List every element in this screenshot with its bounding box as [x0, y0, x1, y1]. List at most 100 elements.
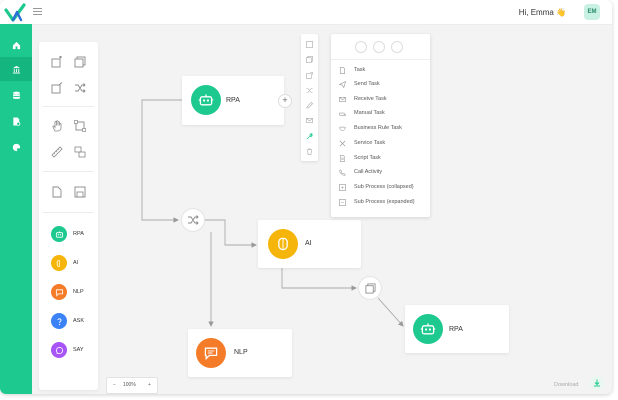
menu-item-label: Script Task [354, 155, 381, 161]
connect-tool-icon[interactable] [74, 146, 86, 158]
context-toolbar [301, 34, 318, 161]
add-element-button[interactable]: + [278, 94, 292, 108]
wrench-icon[interactable] [306, 133, 313, 140]
trash-icon[interactable] [306, 148, 313, 155]
menu-item-manual-task[interactable]: Manual Task [339, 108, 427, 120]
menu-item-receive-task[interactable]: Receive Task [339, 94, 427, 106]
node-label: RPA [449, 326, 463, 333]
copy-icon[interactable] [306, 56, 313, 63]
connector-ai-to-gateway [281, 268, 357, 291]
palette-item-say[interactable]: SAY [51, 342, 96, 360]
brain-icon [51, 255, 67, 271]
bank-icon [12, 65, 20, 74]
flow-node-nlp[interactable]: NLP [188, 329, 292, 377]
home-icon [12, 41, 20, 49]
palette-item-nlp[interactable]: NLP [51, 284, 96, 302]
nav-item-documents[interactable] [0, 109, 32, 133]
handshake-icon [339, 126, 346, 131]
menu-option-button[interactable] [373, 41, 385, 53]
crop-tool-icon[interactable] [74, 120, 86, 132]
subprocess-expanded-icon [339, 199, 346, 206]
palette-divider [43, 171, 94, 172]
node-label: AI [305, 240, 312, 247]
message-icon[interactable] [306, 117, 313, 124]
menu-item-label: Service Task [354, 140, 386, 146]
phone-icon [339, 169, 346, 176]
zoom-control: − 100% + [106, 377, 158, 394]
nav-item-database[interactable] [0, 83, 32, 107]
node-label: NLP [234, 349, 248, 356]
menu-item-label: Business Rule Task [354, 125, 402, 131]
copy-icon[interactable] [74, 56, 86, 68]
shuffle-icon[interactable] [306, 87, 313, 94]
left-nav [0, 24, 32, 394]
download-icon [594, 379, 600, 387]
palette-item-label: SAY [73, 347, 84, 353]
avatar[interactable]: EM [584, 4, 600, 20]
menu-toggle-icon[interactable] [33, 7, 42, 16]
gateway-parallel[interactable] [359, 277, 381, 299]
database-icon [12, 91, 20, 99]
menu-item-script-task[interactable]: Script Task [339, 153, 427, 165]
palette-divider [43, 106, 94, 107]
robot-icon [191, 85, 221, 115]
nav-item-home[interactable] [0, 33, 32, 57]
palette-icon [12, 143, 20, 151]
palette-item-ai[interactable]: AI [51, 255, 96, 273]
connector-gateway-to-ai [204, 219, 257, 248]
menu-item-label: Call Activity [354, 169, 383, 175]
ruler-tool-icon[interactable] [51, 146, 63, 158]
save-icon[interactable] [74, 186, 86, 198]
add-element-icon[interactable] [51, 82, 63, 94]
palette-item-label: AI [73, 260, 79, 266]
brain-icon [268, 229, 298, 259]
menu-item-label: Send Task [354, 81, 380, 87]
menu-item-task[interactable]: Task [339, 65, 427, 77]
question-icon [51, 313, 67, 329]
flow-node-rpa[interactable]: RPA [182, 76, 284, 125]
palette-item-label: ASK [73, 318, 85, 324]
new-file-icon[interactable] [51, 186, 63, 198]
tools-icon [339, 140, 346, 147]
menu-option-button[interactable] [355, 41, 367, 53]
script-icon [340, 155, 345, 162]
menu-item-sub-process-collapsed[interactable]: Sub Process (collapsed) [339, 182, 427, 194]
link-icon[interactable] [306, 72, 313, 79]
shuffle-icon[interactable] [74, 82, 86, 94]
new-shape-icon[interactable] [51, 56, 63, 68]
menu-item-service-task[interactable]: Service Task [339, 138, 427, 150]
send-icon [339, 81, 346, 88]
nav-item-theme[interactable] [0, 135, 32, 159]
envelope-icon [339, 97, 346, 102]
palette-divider [43, 212, 94, 213]
pencil-icon[interactable] [306, 102, 313, 109]
menu-item-label: Receive Task [354, 96, 387, 102]
palette-item-ask[interactable]: ASK [51, 313, 96, 331]
task-icon [340, 67, 345, 74]
menu-item-business-rule-task[interactable]: Business Rule Task [339, 123, 427, 135]
text-annotation-icon[interactable] [306, 41, 313, 48]
menu-item-sub-process-expanded[interactable]: Sub Process (expanded) [339, 197, 427, 209]
connector-gateway-to-rpa [377, 297, 404, 327]
download-button[interactable] [590, 376, 604, 390]
hand-tool-icon[interactable] [51, 120, 63, 132]
download-label[interactable]: Download [554, 382, 579, 388]
menu-item-send-task[interactable]: Send Task [339, 79, 427, 91]
flow-node-rpa-end[interactable]: RPA [405, 305, 509, 353]
zoom-in-button[interactable]: + [148, 382, 151, 388]
zoom-out-button[interactable]: − [113, 382, 116, 388]
menu-option-button[interactable] [391, 41, 403, 53]
palette-item-rpa[interactable]: RPA [51, 226, 96, 244]
menu-item-label: Sub Process (expanded) [354, 199, 415, 205]
hand-icon [339, 112, 346, 116]
gateway-shuffle[interactable] [182, 209, 204, 231]
robot-icon [413, 314, 443, 344]
speech-bubble-icon [51, 284, 67, 300]
flow-connections [141, 99, 404, 327]
speech-bubble-icon [196, 338, 226, 368]
nav-item-bank[interactable] [0, 57, 32, 81]
menu-item-call-activity[interactable]: Call Activity [339, 167, 427, 179]
flow-node-ai[interactable]: AI [258, 220, 361, 268]
logo-icon [4, 3, 26, 22]
menu-item-label: Manual Task [354, 110, 385, 116]
